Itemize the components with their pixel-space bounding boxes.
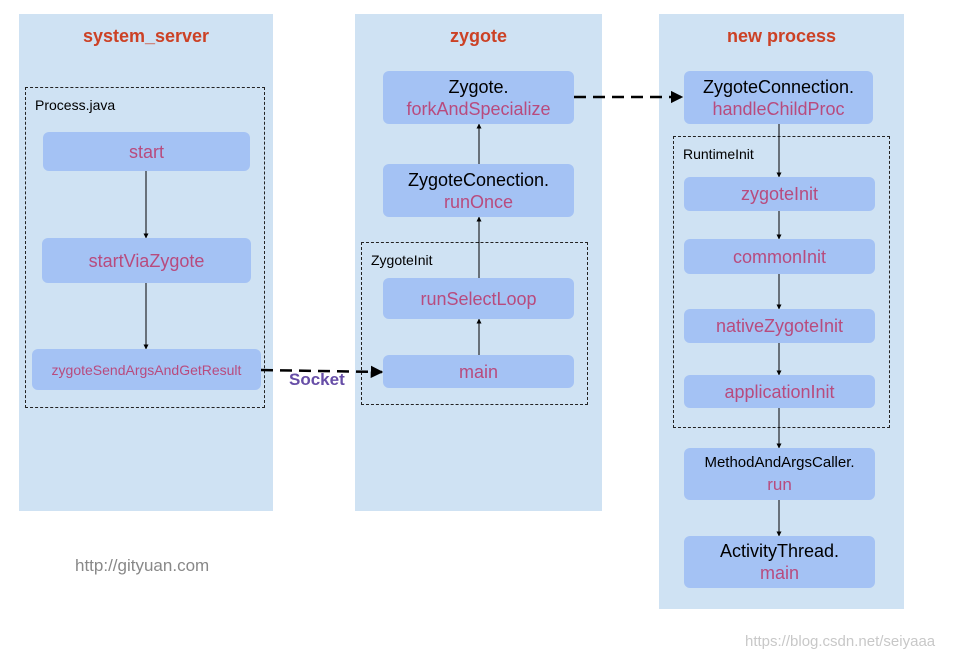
node-run-once-class: ZygoteConection.	[407, 169, 550, 190]
node-method-and-args-caller-method: run	[767, 475, 792, 494]
node-application-init-method: applicationInit	[724, 381, 835, 402]
node-method-and-args-caller: MethodAndArgsCaller. run	[684, 448, 875, 500]
group-label-runtime-init: RuntimeInit	[683, 146, 754, 162]
node-start-via-zygote: startViaZygote	[42, 238, 251, 283]
group-label-zygote-init: ZygoteInit	[371, 252, 433, 268]
watermark: https://blog.csdn.net/seiyaaa	[745, 633, 936, 650]
node-zygote-main: main	[383, 355, 574, 388]
node-handle-child-proc-method: handleChildProc	[712, 98, 845, 119]
socket-label: Socket	[289, 370, 345, 389]
node-handle-child-proc: ZygoteConnection. handleChildProc	[684, 71, 873, 124]
node-run-select-loop-method: runSelectLoop	[420, 288, 537, 309]
column-title-zygote: zygote	[449, 26, 507, 46]
node-activity-thread-class: ActivityThread.	[719, 541, 840, 561]
footer-url: http://gityuan.com	[75, 556, 210, 575]
node-run-select-loop: runSelectLoop	[383, 278, 574, 319]
node-zygote-conection-run-once: ZygoteConection. runOnce	[383, 164, 574, 217]
node-zygote-send-args: zygoteSendArgsAndGetResult	[32, 349, 261, 390]
group-process-java: Process.java	[25, 87, 265, 408]
node-application-init: applicationInit	[684, 375, 875, 408]
node-common-init-method: commonInit	[732, 246, 827, 267]
node-zygote-main-method: main	[458, 361, 498, 382]
node-method-and-args-caller-class: MethodAndArgsCaller.	[704, 454, 855, 471]
node-zygote-send-args-method: zygoteSendArgsAndGetResult	[51, 361, 242, 378]
node-activity-thread: ActivityThread. main	[684, 536, 875, 588]
node-start-method: start	[128, 141, 164, 162]
node-run-once-method: runOnce	[443, 191, 514, 212]
column-title-system-server: system_server	[82, 26, 210, 46]
node-native-zygote-init-method: nativeZygoteInit	[715, 316, 844, 336]
node-native-zygote-init: nativeZygoteInit	[684, 309, 875, 343]
node-start-via-zygote-method: startViaZygote	[88, 250, 205, 271]
group-zygote-init: ZygoteInit	[361, 242, 588, 405]
group-runtime-init: RuntimeInit	[673, 136, 890, 428]
node-zygote-fork-class: Zygote.	[448, 76, 509, 97]
node-zygote-init: zygoteInit	[684, 177, 875, 211]
node-zygote-fork: Zygote. forkAndSpecialize	[383, 71, 574, 124]
node-start: start	[43, 132, 250, 171]
node-zygote-fork-method: forkAndSpecialize	[406, 98, 551, 119]
node-zygote-init-method: zygoteInit	[740, 184, 819, 204]
column-title-new-process: new process	[726, 26, 837, 46]
node-activity-thread-method: main	[759, 563, 799, 583]
node-handle-child-proc-class: ZygoteConnection.	[702, 76, 855, 97]
group-label-process-java: Process.java	[35, 97, 116, 113]
node-common-init: commonInit	[684, 239, 875, 274]
